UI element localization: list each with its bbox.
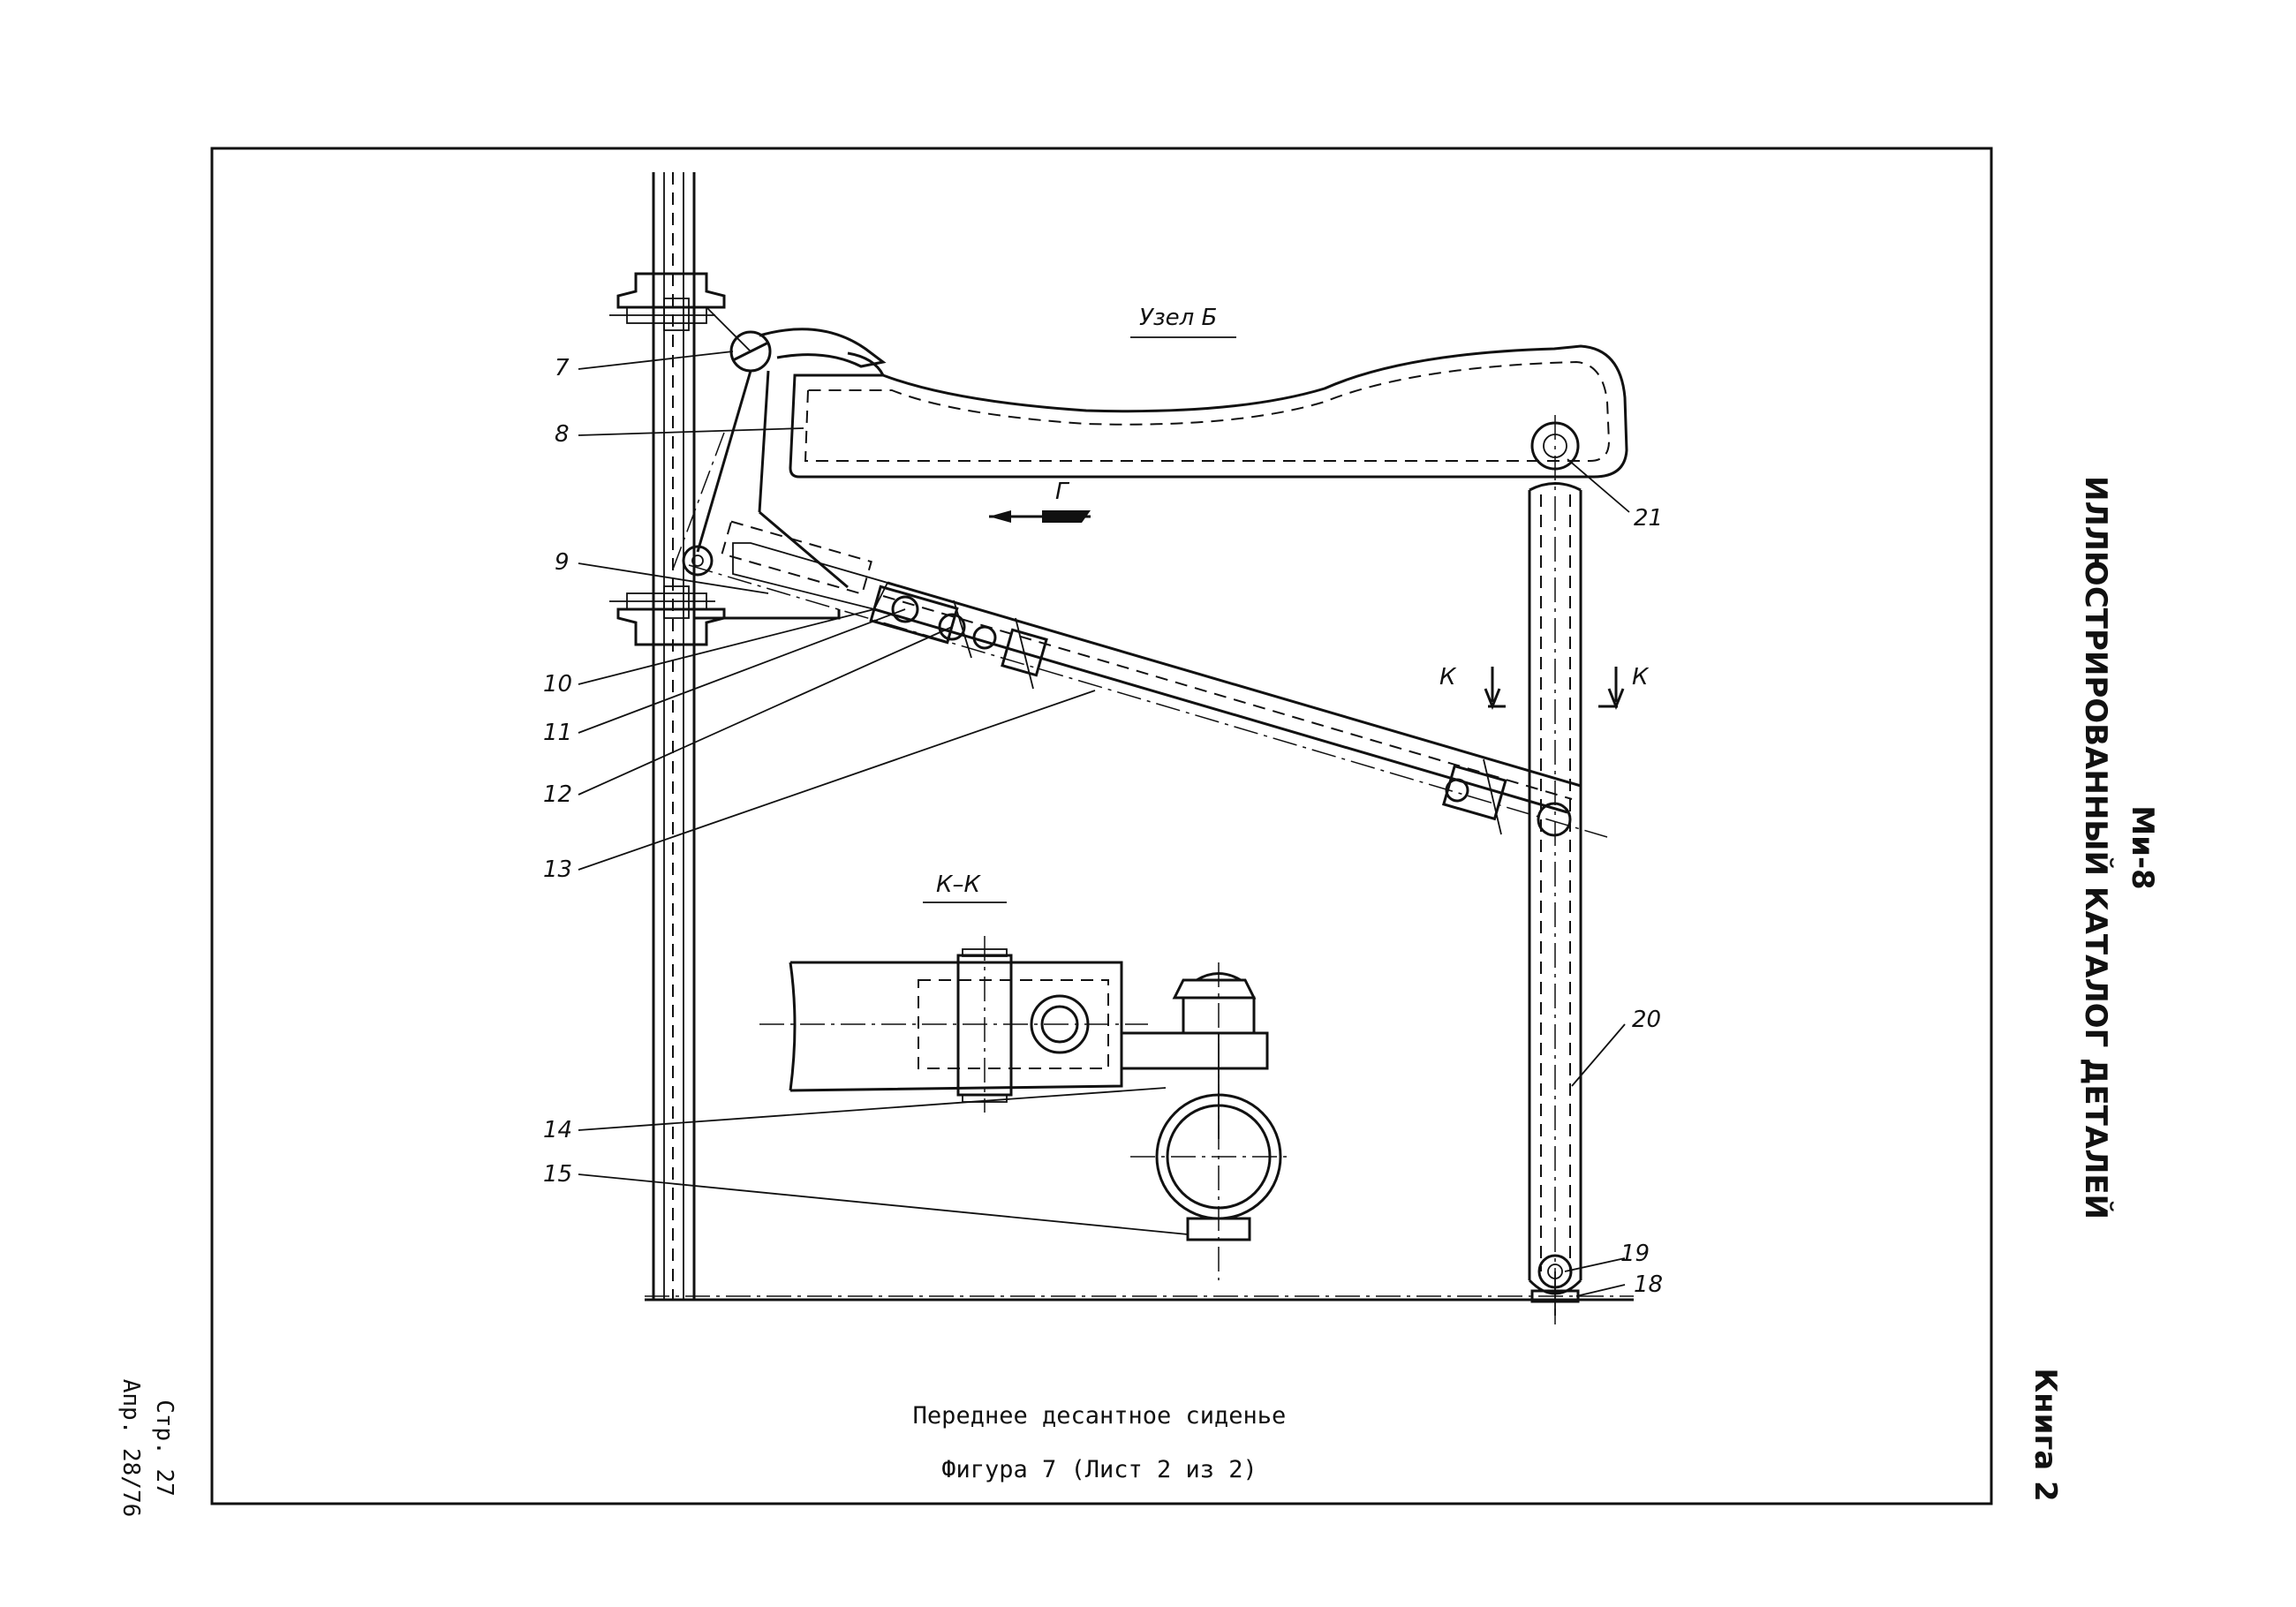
callout-numbers: 7 8 9 10 11 12 13 14 15 18 19 20 21 xyxy=(543,355,1663,1298)
view-title: Узел Б xyxy=(1130,305,1236,338)
figure-caption: Переднее десантное сиденье Фигура 7 (Лис… xyxy=(913,1402,1287,1483)
side-model: Ми-8 xyxy=(2125,805,2160,889)
caption-line-1: Переднее десантное сиденье xyxy=(913,1402,1287,1430)
view-direction-arrow: Г xyxy=(989,479,1091,523)
callout-13: 13 xyxy=(543,856,572,883)
floor-line xyxy=(645,1295,1634,1301)
callout-10: 10 xyxy=(543,671,572,698)
diagonal-strut xyxy=(682,520,1608,838)
leader-lines xyxy=(578,351,1630,1297)
caption-line-2: Фигура 7 (Лист 2 из 2) xyxy=(941,1456,1258,1483)
section-mark-right: К xyxy=(1632,664,1650,690)
svg-text:Узел Б: Узел Б xyxy=(1139,305,1217,331)
view-direction-label: Г xyxy=(1055,479,1070,505)
side-book: Книга 2 xyxy=(2028,1368,2063,1501)
sheet-frame xyxy=(210,147,1993,1505)
callout-15: 15 xyxy=(543,1161,572,1188)
callout-11: 11 xyxy=(543,720,572,746)
callout-20: 20 xyxy=(1632,1007,1661,1033)
section-k-k: К–К xyxy=(759,871,1289,1280)
callout-9: 9 xyxy=(555,549,570,576)
page-stamp: Стр. 27 Апр. 28/76 xyxy=(117,1379,177,1518)
callout-18: 18 xyxy=(1634,1271,1663,1298)
callout-19: 19 xyxy=(1620,1241,1650,1267)
upper-hinge-bracket xyxy=(670,306,887,589)
callout-7: 7 xyxy=(555,355,570,381)
callout-21: 21 xyxy=(1634,505,1663,532)
callout-12: 12 xyxy=(543,781,572,808)
callout-8: 8 xyxy=(555,421,570,448)
section-marks: К К xyxy=(1439,664,1650,711)
stamp-page: Стр. 27 xyxy=(151,1400,177,1497)
callout-14: 14 xyxy=(543,1117,572,1143)
seat-pan xyxy=(789,344,1628,479)
fuselage-frame xyxy=(609,172,841,1300)
stamp-date: Апр. 28/76 xyxy=(117,1379,144,1518)
section-mark-left: К xyxy=(1439,664,1457,690)
section-title: К–К xyxy=(936,871,981,898)
side-header: Ми-8 ИЛЛЮСТРИРОВАННЫЙ КАТАЛОГ ДЕТАЛЕЙ Кн… xyxy=(2028,476,2160,1502)
support-leg xyxy=(1528,415,1582,1324)
side-catalog-title: ИЛЛЮСТРИРОВАННЫЙ КАТАЛОГ ДЕТАЛЕЙ xyxy=(2078,476,2114,1219)
